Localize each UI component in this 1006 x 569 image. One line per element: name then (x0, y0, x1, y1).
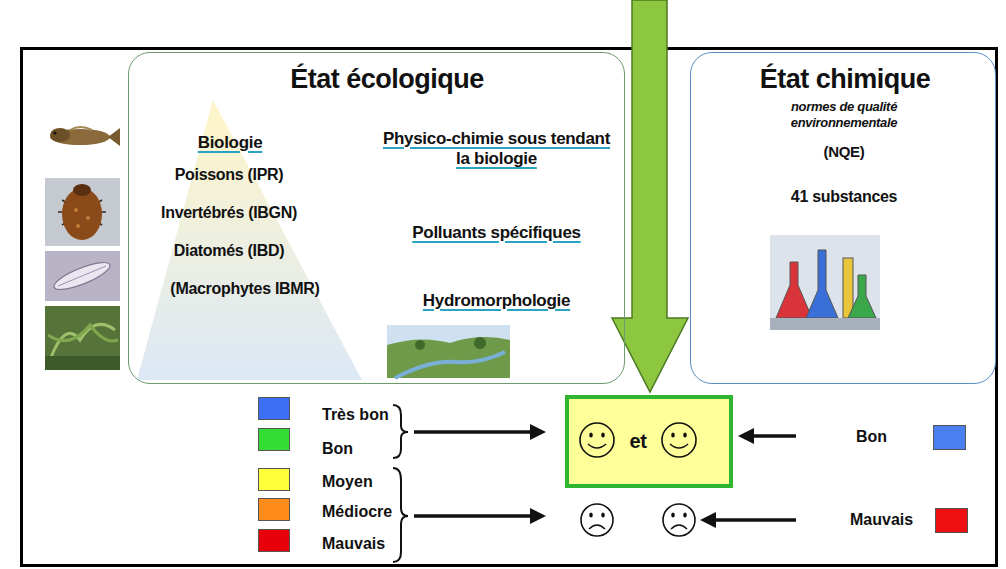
subtitle-note: normes de qualité environnementale (754, 99, 934, 130)
sad-faces (581, 504, 695, 536)
hydromorphology-picture (387, 325, 510, 378)
bracket (393, 468, 408, 562)
legend-swatch (258, 498, 290, 521)
focus-arrow (612, 0, 688, 392)
indicator-label: Invertébrés (IBGN) (134, 203, 324, 222)
legend-label: Très bon (322, 405, 389, 425)
happy-faces (580, 423, 696, 457)
legend-label: Bon (856, 427, 887, 447)
panel-title: État écologique (247, 63, 527, 95)
chemistry-picture (770, 235, 880, 330)
bracket (393, 405, 408, 458)
legend-swatch (258, 529, 290, 552)
group-heading: Physico-chimie sous tendant la biologie (374, 129, 619, 170)
sad-face-eyes (589, 513, 687, 518)
substance-count: 41 substances (729, 187, 959, 206)
diatom-picture (45, 251, 120, 301)
outer-frame (22, 49, 997, 566)
chemical-state-panel: État chimique normes de qualité environne… (690, 52, 996, 384)
biology-pyramid (137, 100, 362, 380)
legend-label: Médiocre (322, 502, 392, 522)
legend-swatch (258, 428, 290, 451)
legend-swatch (258, 468, 290, 491)
connector-word: et (623, 429, 653, 453)
legend-label: Mauvais (850, 510, 913, 530)
indicator-label: (Macrophytes IBMR) (131, 279, 359, 298)
group-heading: Biologie (180, 133, 280, 153)
group-heading: Polluants spécifiques (374, 223, 619, 243)
legend-label: Mauvais (322, 534, 385, 554)
legend-arrows (414, 424, 796, 528)
legend-swatch (258, 397, 290, 420)
indicator-label: Diatomés (IBD) (134, 241, 324, 260)
legend-label: Moyen (322, 472, 373, 492)
legend-label: Bon (322, 439, 353, 459)
legend-swatch (933, 425, 966, 450)
legend-swatch (935, 508, 968, 533)
acronym-label: (NQE) (754, 143, 934, 161)
panel-title: État chimique (709, 63, 981, 95)
fish-picture (50, 127, 120, 146)
good-box-fill (565, 395, 733, 488)
indicator-label: Poissons (IPR) (134, 165, 324, 184)
group-heading: Hydromorphologie (374, 291, 619, 311)
ecological-state-panel: État écologiqueBiologiePoissons (IPR) Inv… (128, 52, 625, 384)
invertebrate-picture (45, 178, 120, 246)
macrophyte-picture (45, 306, 120, 370)
good-status-box: et (565, 395, 733, 488)
